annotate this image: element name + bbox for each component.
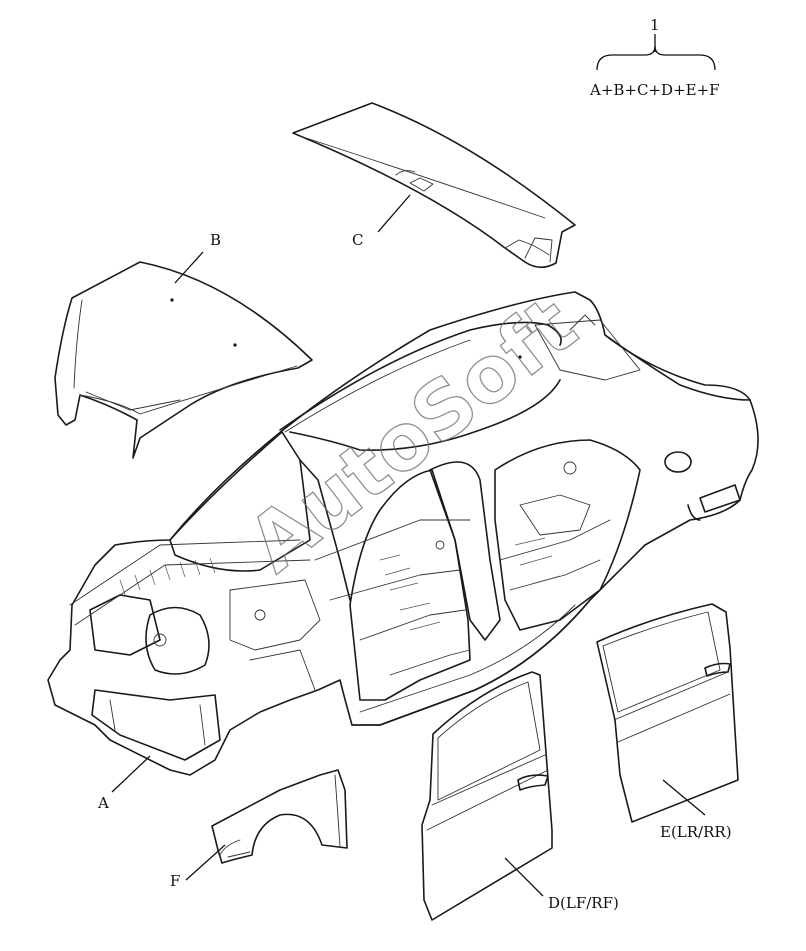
front-door-leader: [504, 857, 544, 897]
rear-door-leader: [662, 779, 706, 816]
trunk-lid-part: C: [292, 102, 576, 269]
front-fender-part: F: [170, 769, 348, 890]
assembly-number: 1: [650, 16, 660, 34]
trunk-lid-label: C: [352, 231, 363, 249]
front-fender-label: F: [170, 872, 180, 890]
body-shell-part: A: [47, 291, 759, 812]
body-shell-leader: [111, 755, 151, 793]
rear-door-label: E(LR/RR): [660, 823, 732, 841]
hood-leader: [174, 251, 204, 284]
assembly-callout: 1 A+B+C+D+E+F: [589, 16, 720, 99]
hood-part: B: [54, 231, 313, 459]
front-door-part: D(LF/RF): [421, 671, 619, 921]
trunk-lid-leader: [377, 194, 411, 233]
body-shell-label: A: [97, 794, 109, 812]
assembly-formula: A+B+C+D+E+F: [589, 81, 720, 99]
front-door-label: D(LF/RF): [548, 894, 619, 912]
front-fender-leader: [185, 844, 226, 881]
assembly-brace: [596, 45, 716, 71]
rear-door-part: E(LR/RR): [596, 603, 739, 841]
hood-label: B: [210, 231, 221, 249]
